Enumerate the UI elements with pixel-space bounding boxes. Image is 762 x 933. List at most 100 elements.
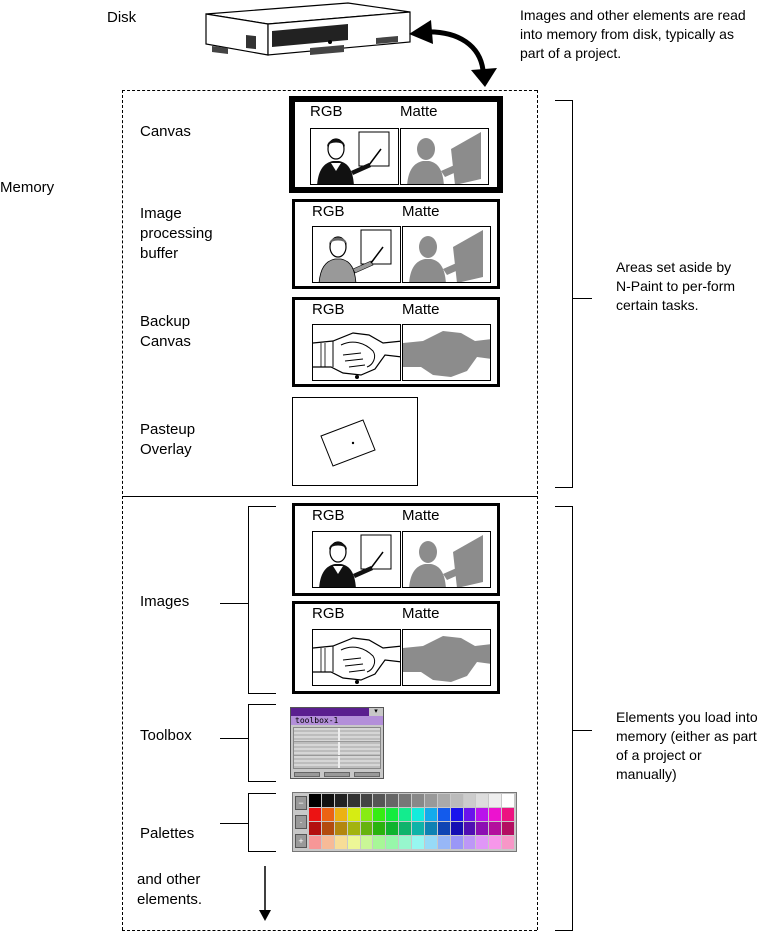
color-swatch[interactable]: [373, 794, 386, 807]
color-swatch[interactable]: [424, 836, 437, 849]
color-swatch[interactable]: [360, 808, 373, 821]
color-swatch[interactable]: [463, 822, 476, 835]
color-swatch[interactable]: [321, 794, 334, 807]
areas-bracket-spine: [572, 100, 573, 488]
color-swatch[interactable]: [360, 822, 373, 835]
color-swatch[interactable]: [321, 808, 334, 821]
color-swatch[interactable]: [347, 836, 360, 849]
chevron-down-icon[interactable]: ▾: [369, 708, 383, 716]
color-swatch[interactable]: [463, 808, 476, 821]
color-swatch[interactable]: [412, 808, 424, 821]
toolbox-button-3[interactable]: [354, 772, 380, 777]
color-swatch[interactable]: [424, 794, 437, 807]
color-swatch[interactable]: [476, 794, 489, 807]
toolbox-button-1[interactable]: [294, 772, 320, 777]
color-swatch[interactable]: [309, 836, 321, 849]
color-swatch[interactable]: [489, 836, 502, 849]
color-swatch[interactable]: [360, 836, 373, 849]
matte-header: Matte: [400, 103, 438, 120]
toolbox-titlebar: ▾: [291, 708, 383, 716]
color-swatch[interactable]: [321, 836, 334, 849]
presenter-matte-thumb: [402, 531, 491, 588]
elements-bracket-bottom: [555, 930, 573, 931]
color-swatch[interactable]: [450, 822, 463, 835]
color-swatch[interactable]: [502, 808, 514, 821]
color-swatch[interactable]: [309, 822, 321, 835]
palettes-bracket-tick: [220, 823, 248, 824]
color-swatch[interactable]: [334, 794, 347, 807]
toolbox-bracket-spine: [248, 704, 249, 782]
color-swatch[interactable]: [437, 836, 450, 849]
color-swatch[interactable]: [424, 808, 437, 821]
toolbox-bracket-bottom: [248, 781, 276, 782]
pasteup-overlay-label: Pasteup Overlay: [140, 421, 196, 458]
disk-label: Disk: [107, 9, 137, 26]
areas-bracket-top: [555, 100, 573, 101]
color-swatch[interactable]: [412, 794, 424, 807]
color-swatch[interactable]: [476, 836, 489, 849]
color-swatch[interactable]: [502, 836, 514, 849]
color-swatch[interactable]: [463, 794, 476, 807]
rgb-header: RGB: [312, 301, 345, 318]
color-swatch[interactable]: [502, 822, 514, 835]
palette-dot-button[interactable]: ·: [295, 815, 307, 829]
color-swatch[interactable]: [321, 822, 334, 835]
palettes-bracket-spine: [248, 793, 249, 852]
color-swatch[interactable]: [309, 808, 321, 821]
areas-note: Areas set aside by N-Paint to per-form c…: [616, 259, 736, 313]
color-swatch[interactable]: [386, 822, 399, 835]
color-swatch[interactable]: [399, 808, 411, 821]
color-swatch[interactable]: [334, 836, 347, 849]
color-swatch[interactable]: [450, 808, 463, 821]
palette-minus-button[interactable]: −: [295, 796, 307, 810]
images-bracket-spine: [248, 506, 249, 694]
color-swatch[interactable]: [476, 808, 489, 821]
color-swatch[interactable]: [450, 836, 463, 849]
memory-divider: [122, 496, 538, 497]
color-swatch[interactable]: [463, 836, 476, 849]
color-swatch[interactable]: [347, 822, 360, 835]
color-swatch[interactable]: [502, 794, 514, 807]
color-swatch[interactable]: [334, 808, 347, 821]
color-swatch[interactable]: [347, 808, 360, 821]
handshake-rgb-thumb: [312, 629, 401, 686]
palette-plus-button[interactable]: +: [295, 834, 307, 848]
toolbox-label: Toolbox: [140, 727, 192, 744]
color-swatch[interactable]: [412, 822, 424, 835]
color-swatch[interactable]: [373, 808, 386, 821]
color-swatch[interactable]: [437, 794, 450, 807]
color-swatch[interactable]: [360, 794, 373, 807]
color-swatch[interactable]: [399, 794, 411, 807]
color-swatch[interactable]: [309, 794, 321, 807]
handshake-matte-thumb: [402, 629, 491, 686]
presenter-rgb-thumb: [310, 128, 399, 185]
color-swatch[interactable]: [347, 794, 360, 807]
presenter-rgb-thumb: [312, 226, 401, 283]
pasteup-overlay-panel: [292, 397, 418, 486]
color-swatch[interactable]: [399, 836, 411, 849]
color-swatch[interactable]: [412, 836, 424, 849]
rgb-header: RGB: [312, 507, 345, 524]
color-swatch[interactable]: [450, 794, 463, 807]
color-swatch[interactable]: [386, 808, 399, 821]
color-swatch[interactable]: [386, 794, 399, 807]
handshake-rgb-thumb: [312, 324, 401, 381]
color-swatch[interactable]: [386, 836, 399, 849]
color-swatch[interactable]: [334, 822, 347, 835]
color-swatch[interactable]: [437, 822, 450, 835]
color-swatch[interactable]: [489, 822, 502, 835]
color-swatch[interactable]: [373, 822, 386, 835]
color-swatch[interactable]: [489, 808, 502, 821]
presenter-matte-thumb: [402, 226, 491, 283]
toolbox-button-2[interactable]: [324, 772, 350, 777]
palette-window: − · +: [292, 792, 517, 852]
elements-bracket-tick: [572, 730, 592, 731]
color-swatch[interactable]: [373, 836, 386, 849]
color-swatch[interactable]: [437, 808, 450, 821]
color-swatch[interactable]: [476, 822, 489, 835]
color-swatch[interactable]: [399, 822, 411, 835]
color-swatch[interactable]: [424, 822, 437, 835]
image-panel-presenter: RGB Matte: [292, 503, 500, 596]
memory-border-right: [537, 90, 538, 930]
color-swatch[interactable]: [489, 794, 502, 807]
